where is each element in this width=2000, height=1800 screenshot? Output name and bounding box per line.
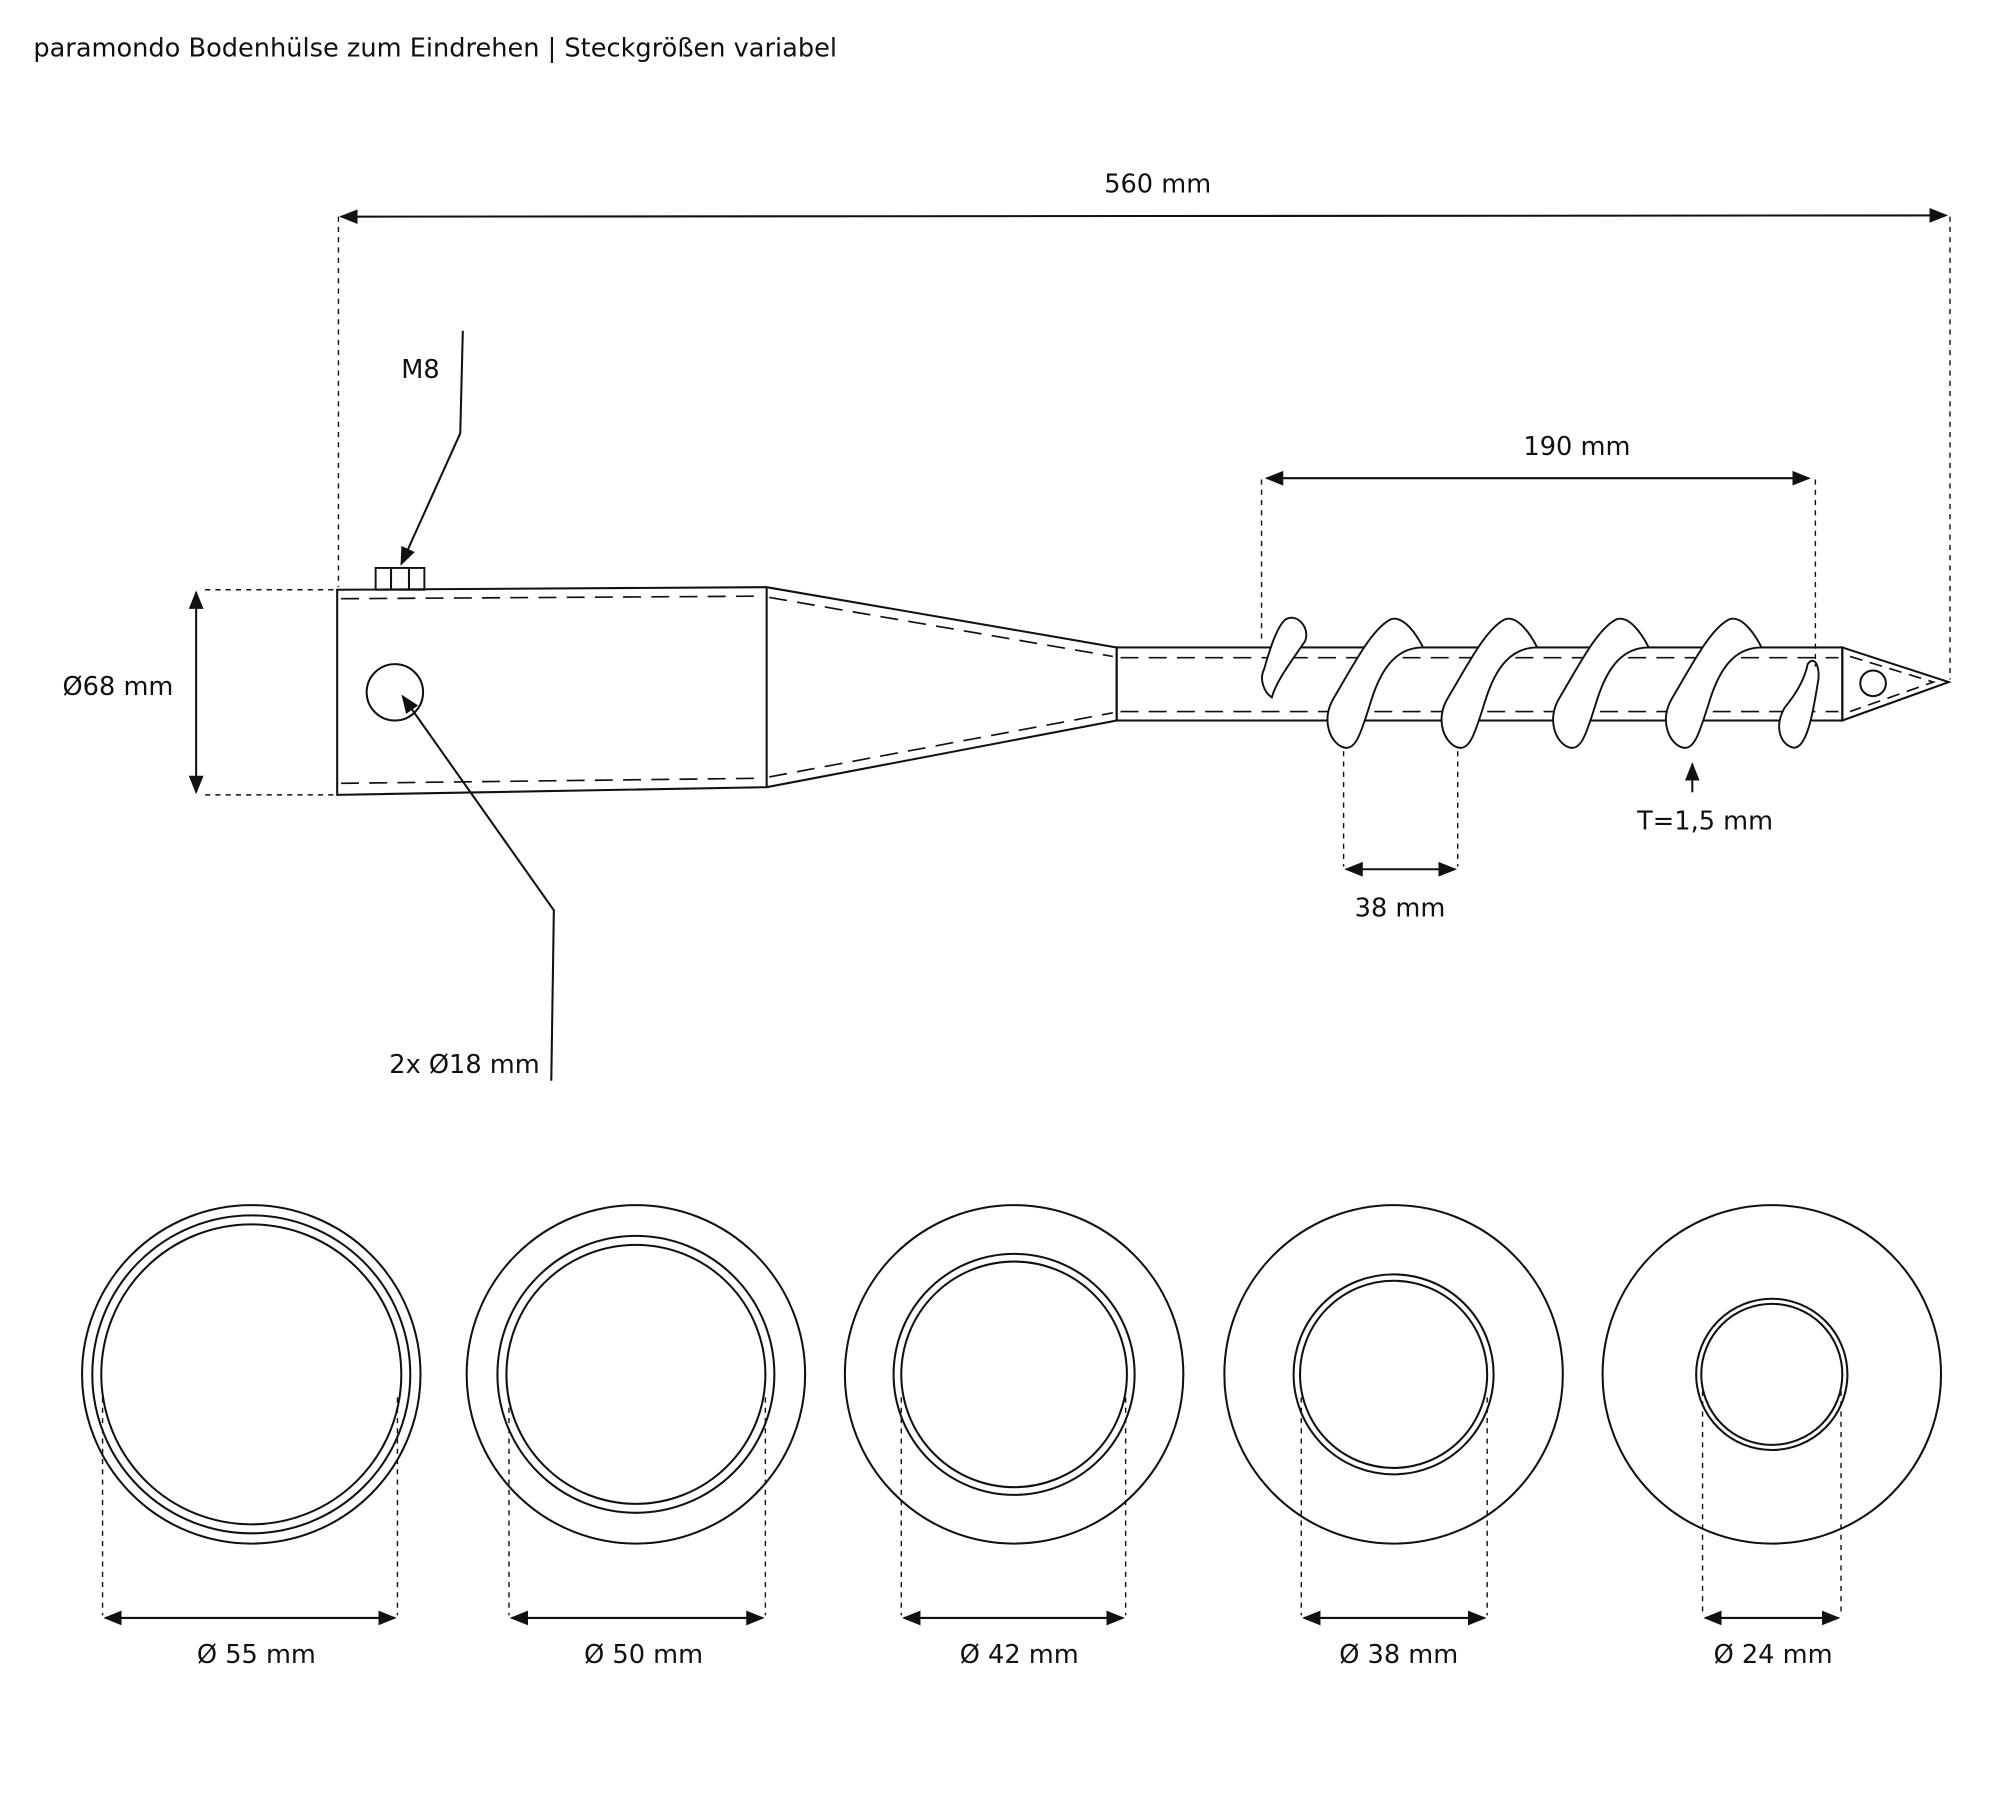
- sleeve-diameter-label: Ø68 mm: [63, 672, 174, 702]
- size-variant-55: Ø 55 mm: [81, 1204, 422, 1670]
- screw-label: M8: [401, 355, 439, 385]
- m8-screw-callout: M8: [374, 330, 464, 591]
- pitch-dimension: 38 mm: [1342, 751, 1459, 924]
- size-variant-42: Ø 42 mm: [843, 1204, 1185, 1670]
- thickness-label: T=1,5 mm: [1636, 806, 1773, 836]
- total-length-label: 560 mm: [1104, 169, 1211, 199]
- tip-hole: [1859, 669, 1887, 698]
- thread-length-label: 190 mm: [1523, 432, 1630, 462]
- size-variant-24: Ø 24 mm: [1601, 1204, 1943, 1670]
- hole: [365, 663, 425, 722]
- thread-flights: [1326, 617, 1820, 749]
- size-label: Ø 42 mm: [960, 1640, 1079, 1670]
- holes-callout: 2x Ø18 mm: [389, 694, 555, 1081]
- total-length-dimension: 560 mm: [337, 169, 1951, 680]
- thread-length-dimension: 190 mm: [1260, 432, 1817, 667]
- size-variant-50: Ø 50 mm: [465, 1204, 807, 1670]
- screw-head: [374, 566, 426, 591]
- pitch-label: 38 mm: [1355, 894, 1446, 924]
- thickness-callout: T=1,5 mm: [1636, 762, 1773, 836]
- size-label: Ø 55 mm: [197, 1640, 316, 1670]
- size-label: Ø 24 mm: [1714, 1640, 1833, 1670]
- size-variant-38: Ø 38 mm: [1223, 1204, 1564, 1670]
- sleeve-diameter-dimension: Ø68 mm: [63, 589, 336, 796]
- size-label: Ø 38 mm: [1339, 1640, 1458, 1670]
- holes-label: 2x Ø18 mm: [389, 1050, 539, 1080]
- screw-shaft: [1115, 616, 1952, 749]
- page-title: paramondo Bodenhülse zum Eindrehen | Ste…: [33, 33, 837, 63]
- size-label: Ø 50 mm: [584, 1640, 703, 1670]
- ground-sleeve: [336, 586, 1118, 796]
